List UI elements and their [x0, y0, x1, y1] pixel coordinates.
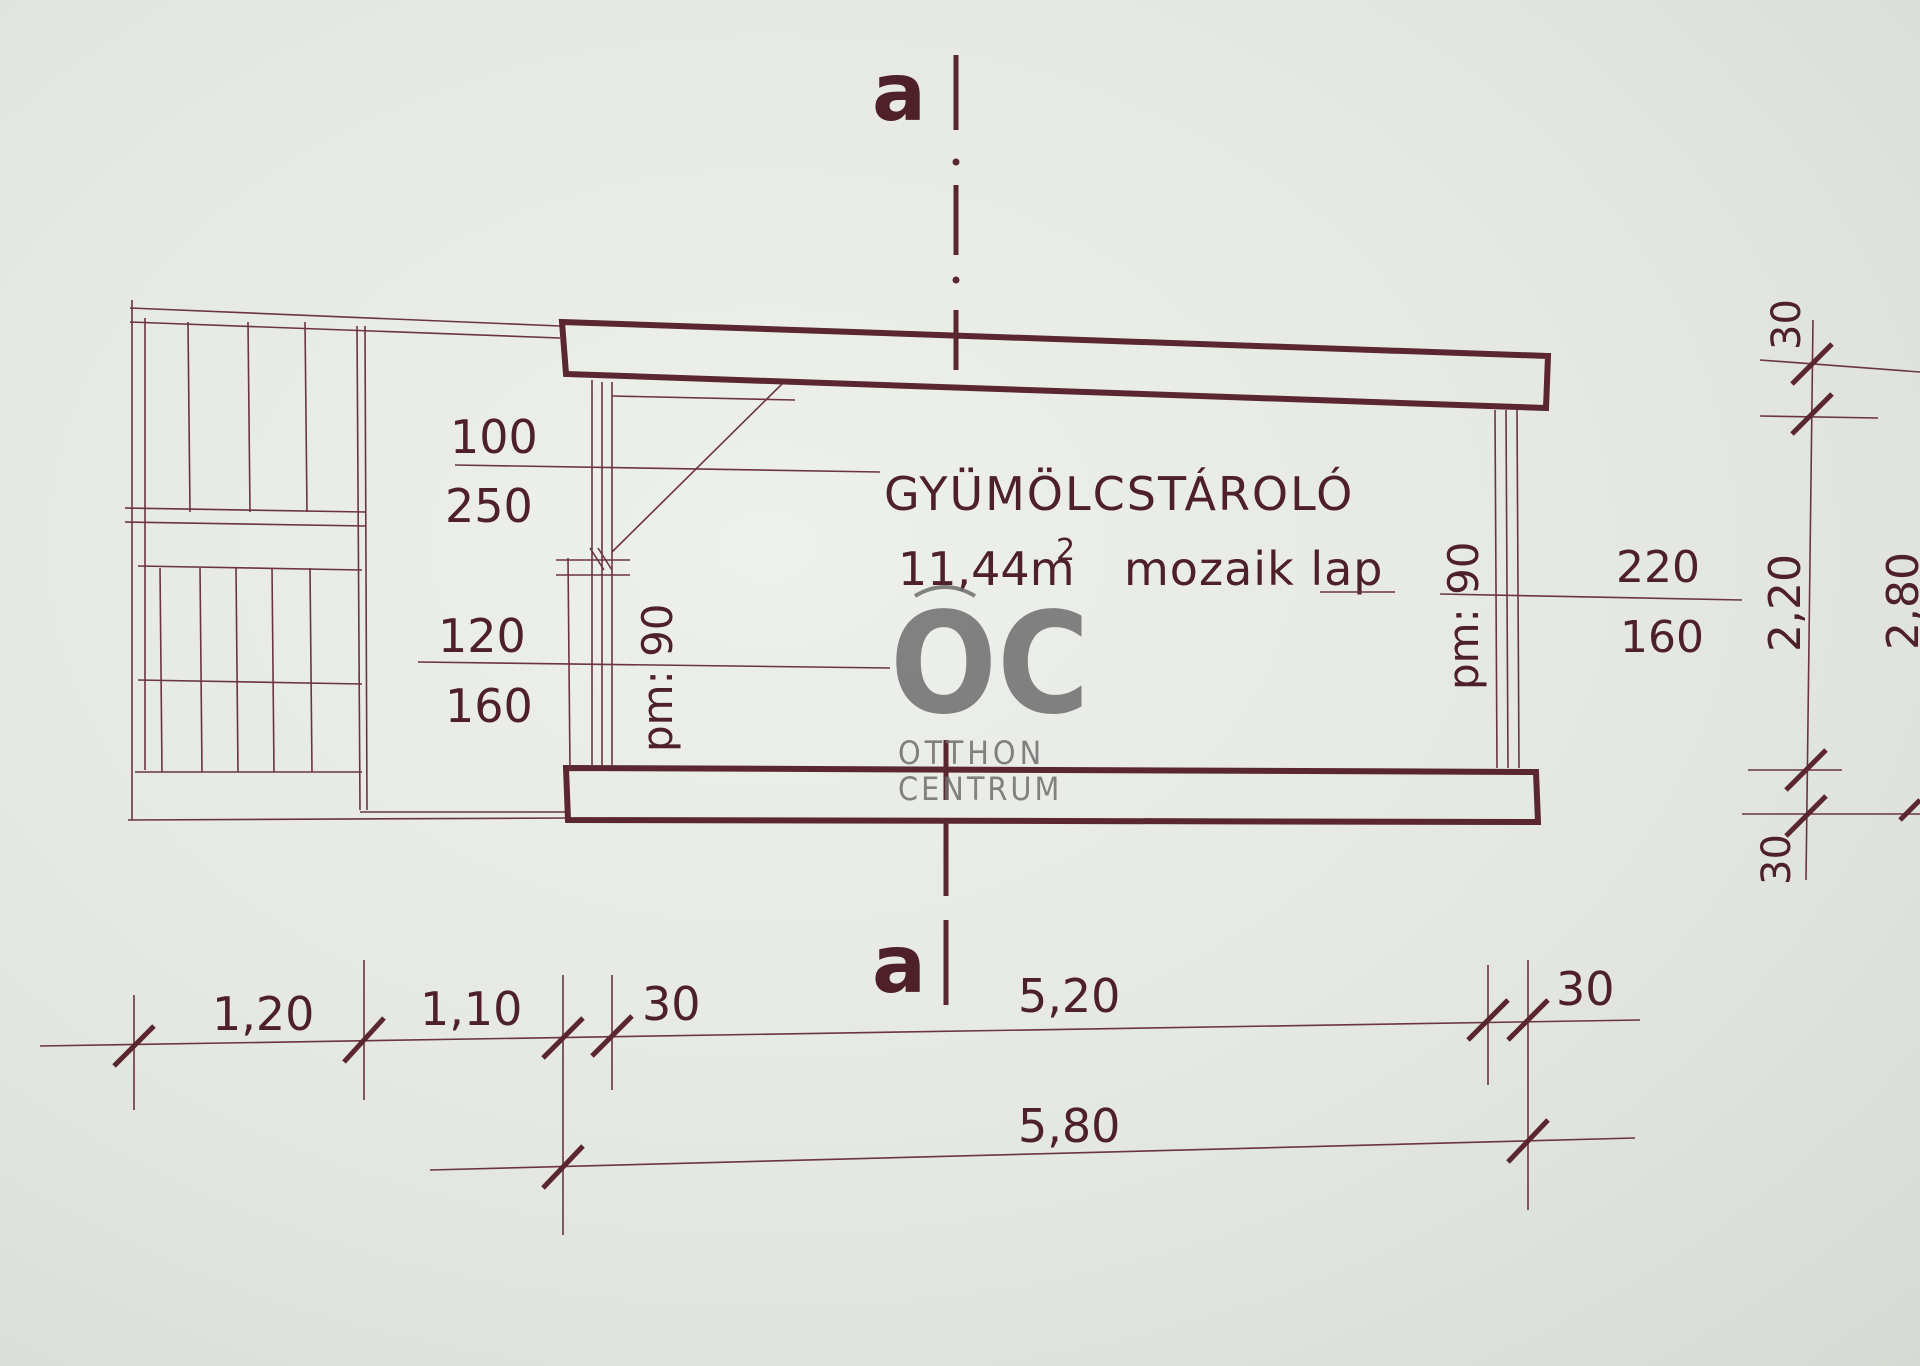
dim-bottom-3: 30 [642, 977, 701, 1031]
dimension-chain-right: 30 2,20 2,80 30 [1742, 299, 1920, 885]
window-right-top: 220 [1616, 542, 1700, 593]
watermark-line-2: CENTRUM [898, 770, 1062, 808]
dim-bottom-5: 30 [1556, 962, 1615, 1016]
room-area: 11,44m [898, 542, 1075, 596]
section-mark-top: a [872, 46, 926, 139]
room-name: GYÜMÖLCSTÁROLÓ [884, 467, 1354, 521]
parapet-left: pm: 90 [633, 603, 682, 752]
window-left-top: 100 [450, 410, 538, 464]
watermark-logo: OC OTTHON CENTRUM [890, 583, 1089, 808]
dim-bottom-4: 5,20 [1018, 969, 1120, 1023]
watermark-logo-text: OC [890, 583, 1089, 746]
window-annotation-right: pm: 90 220 160 [1439, 541, 1743, 690]
room-walls [556, 318, 1552, 826]
watermark-line-1: OTTHON [898, 734, 1045, 772]
staircase [124, 300, 571, 821]
wall-north [558, 318, 1552, 412]
window-right-bottom: 160 [1620, 612, 1704, 663]
dim-right-4: 30 [1754, 834, 1800, 885]
window-left-bottom: 250 [445, 479, 533, 533]
dim-right-1: 30 [1764, 299, 1810, 350]
dimension-chain-bottom: 1,20 1,10 30 5,20 30 5,80 [39, 960, 1641, 1235]
window-mid-top: 120 [438, 609, 526, 663]
floor-finish: mozaik lap [1124, 542, 1384, 596]
dim-right-2: 2,20 [1760, 554, 1811, 652]
dim-bottom-1: 1,20 [212, 987, 314, 1041]
dim-bottom-2: 1,10 [420, 982, 522, 1036]
parapet-right: pm: 90 [1439, 541, 1488, 690]
section-mark-bottom: a [872, 918, 926, 1011]
dim-right-3: 2,80 [1878, 552, 1920, 650]
window-mid-bottom: 160 [445, 679, 533, 733]
section-line [943, 55, 960, 1005]
wall-south [562, 764, 1542, 826]
window-annotation-left: 100 250 120 160 pm: 90 [417, 410, 891, 752]
dim-total: 5,80 [1018, 1099, 1120, 1153]
room-area-exponent: 2 [1056, 533, 1075, 568]
